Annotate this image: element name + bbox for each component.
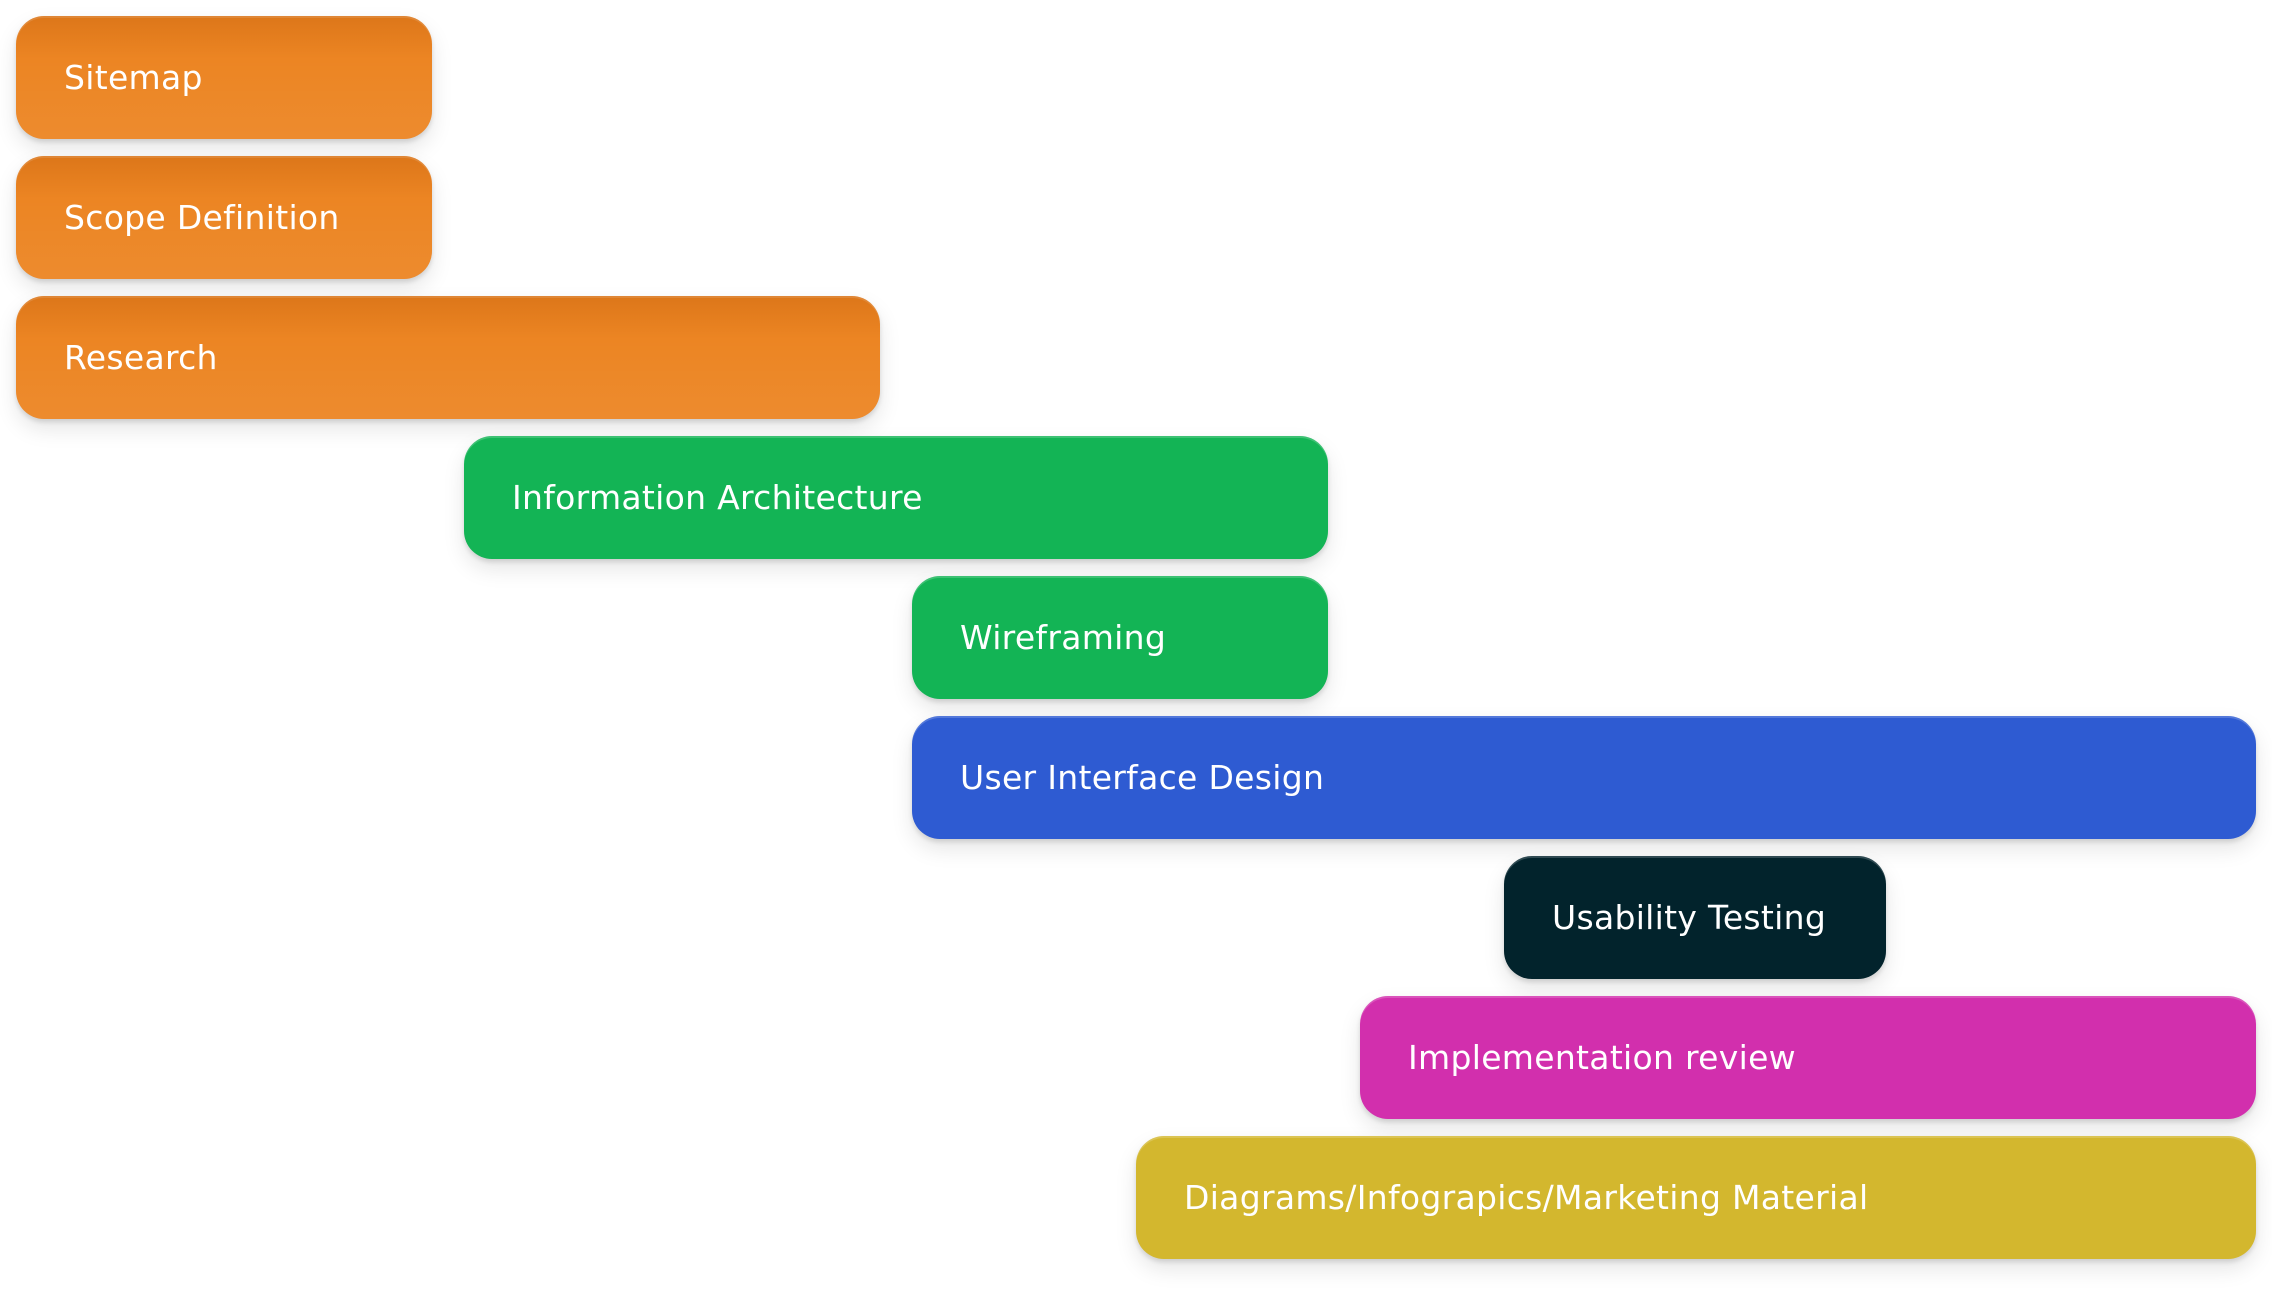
task-label: Wireframing — [960, 618, 1167, 657]
task-label: Implementation review — [1408, 1038, 1796, 1077]
task-bar-research: Research — [16, 296, 880, 419]
task-label: Information Architecture — [512, 478, 923, 517]
task-label: Research — [64, 338, 218, 377]
task-label: Diagrams/Infograpics/Marketing Material — [1184, 1178, 1869, 1217]
task-bar-information-architecture: Information Architecture — [464, 436, 1328, 559]
task-bar-wireframing: Wireframing — [912, 576, 1328, 699]
task-label: Usability Testing — [1552, 898, 1827, 937]
task-bar-usability-testing: Usability Testing — [1504, 856, 1886, 979]
task-bar-user-interface-design: User Interface Design — [912, 716, 2256, 839]
task-label: Scope Definition — [64, 198, 340, 237]
task-label: User Interface Design — [960, 758, 1325, 797]
task-bar-diagrams-infographics-marketing: Diagrams/Infograpics/Marketing Material — [1136, 1136, 2256, 1259]
task-bar-scope-definition: Scope Definition — [16, 156, 432, 279]
task-bar-implementation-review: Implementation review — [1360, 996, 2256, 1119]
task-label: Sitemap — [64, 58, 203, 97]
task-bar-sitemap: Sitemap — [16, 16, 432, 139]
